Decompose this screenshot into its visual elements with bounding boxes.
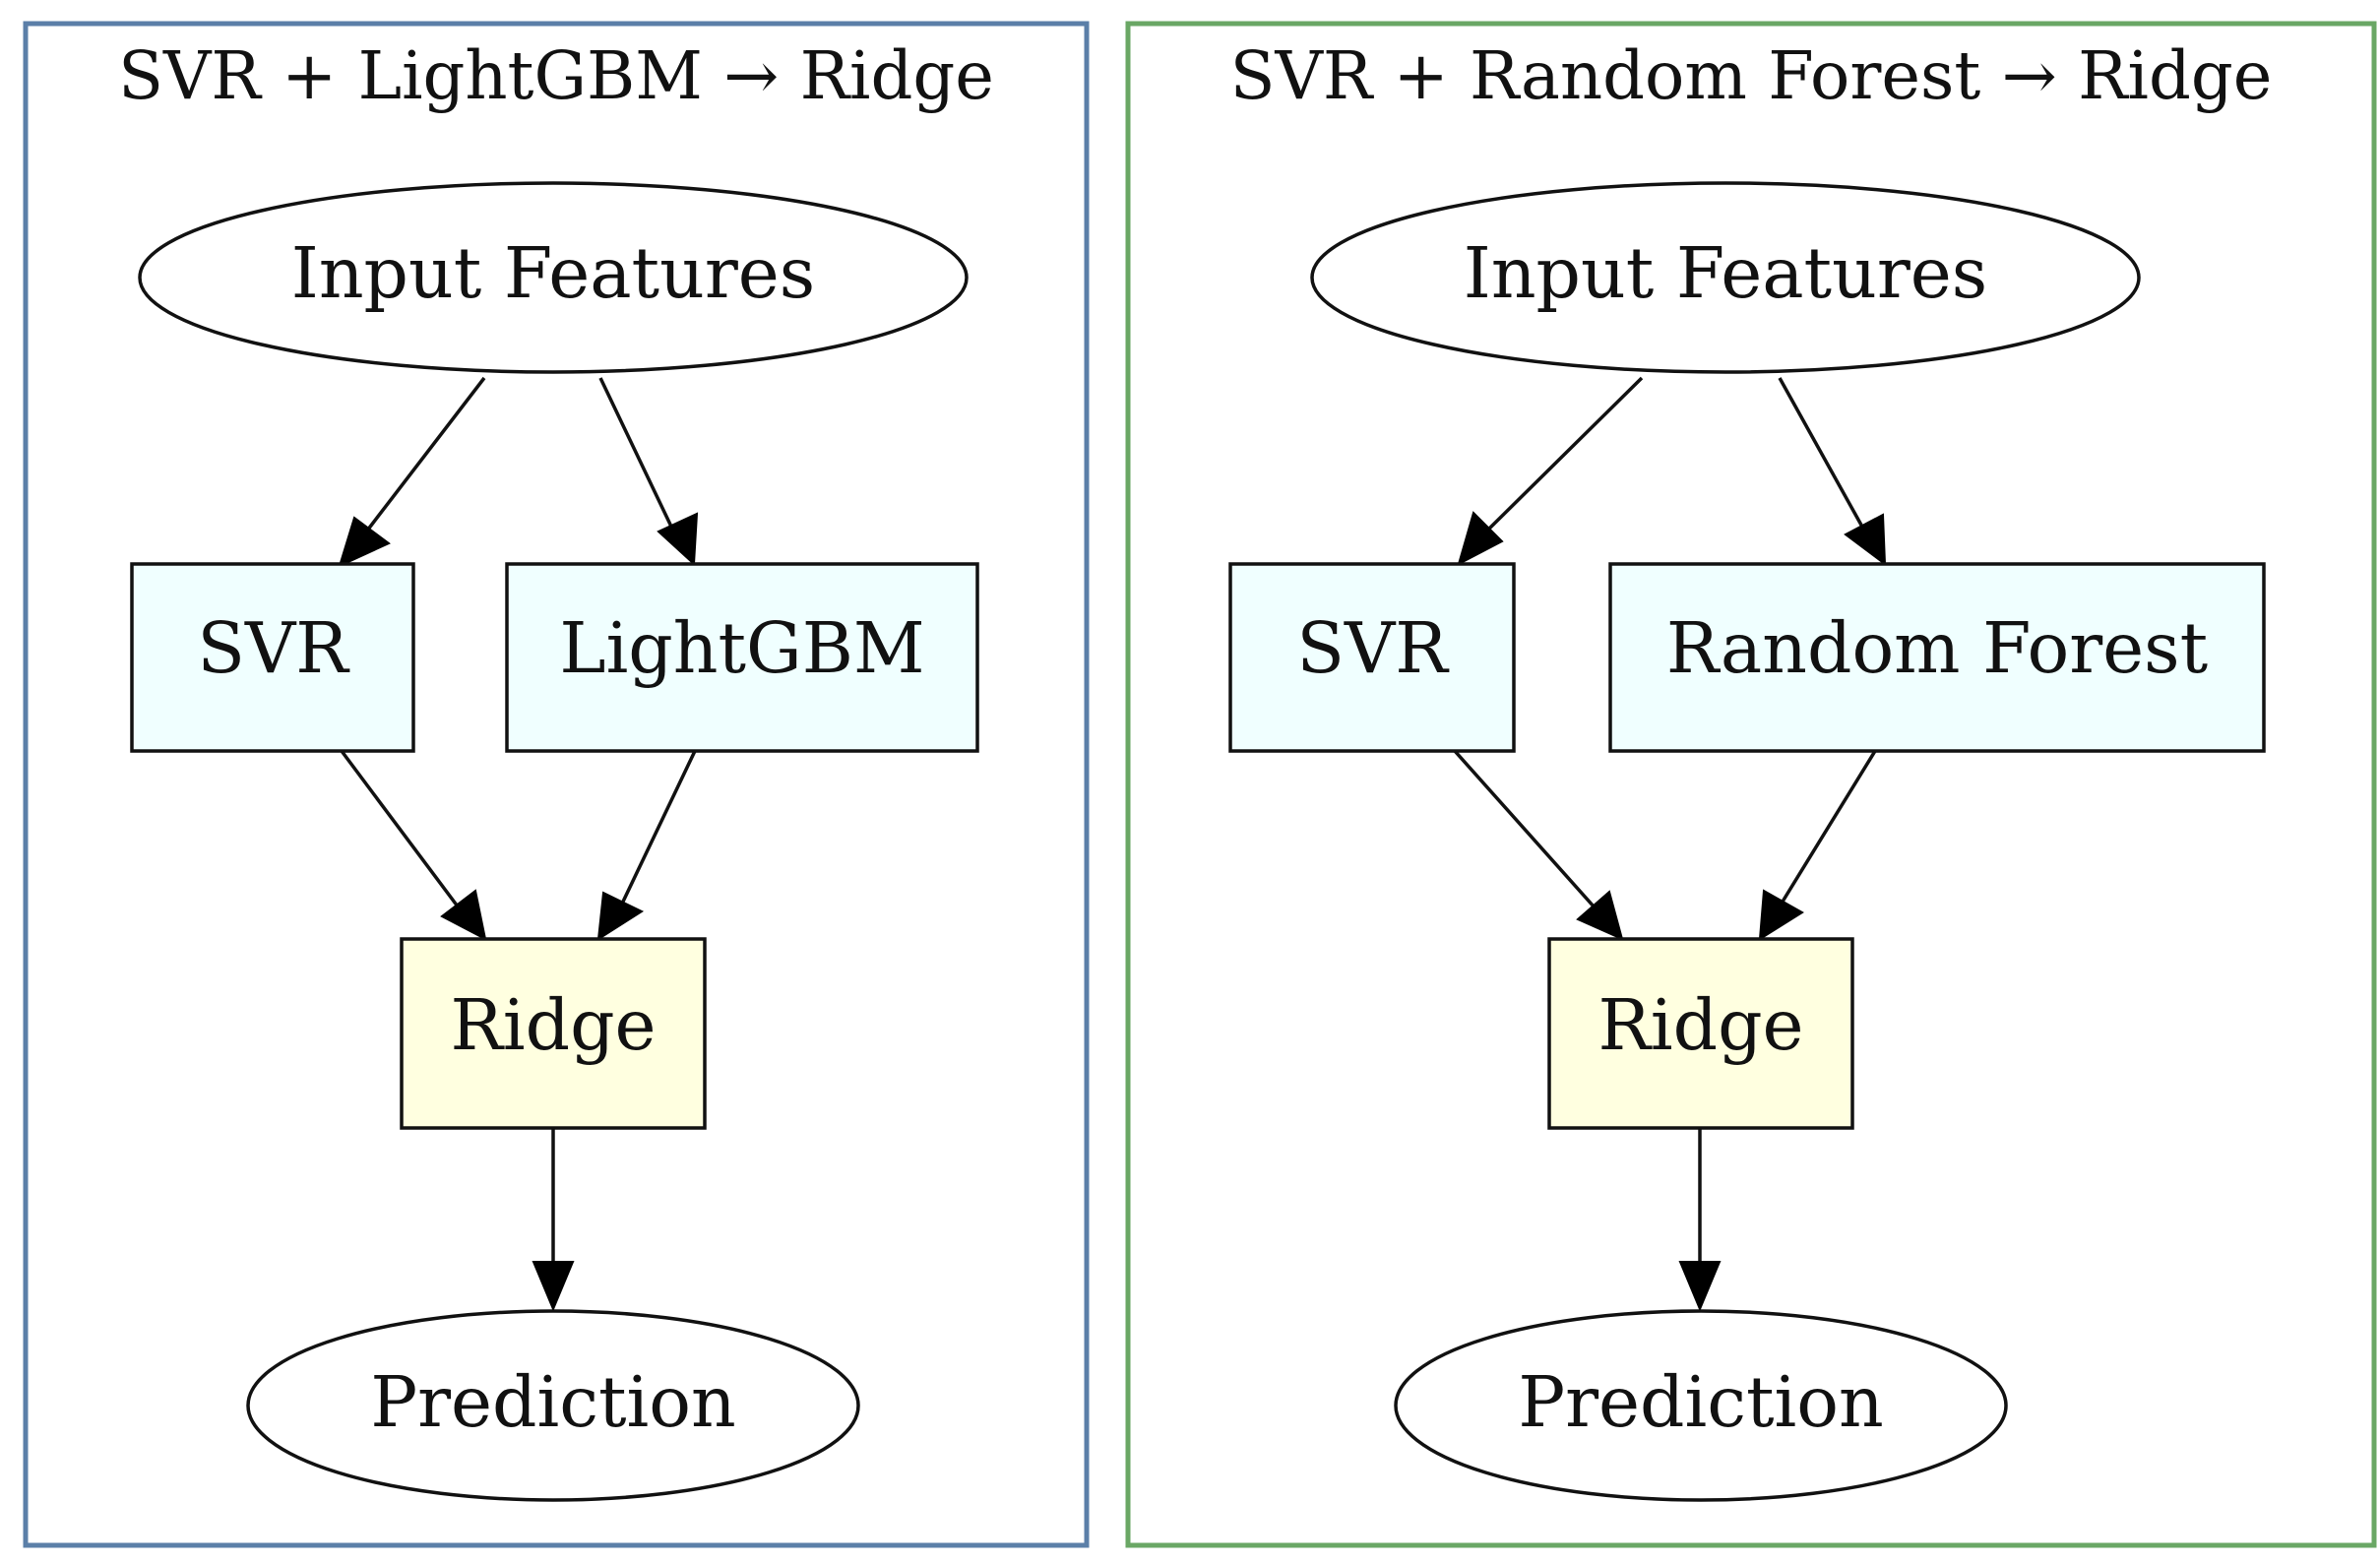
input-features-label: Input Features: [291, 232, 815, 314]
cluster-left-title: SVR + LightGBM → Ridge: [118, 37, 994, 114]
cluster-right-edges: [1453, 376, 1887, 1312]
node-svr-right: SVR: [1228, 562, 1516, 753]
cluster-left-edges: [338, 376, 699, 1312]
ridge-label: Ridge: [450, 984, 656, 1066]
arrow-input-to-svr-right: [1457, 511, 1504, 566]
lightgbm-label: LightGBM: [559, 607, 924, 689]
input-features-oval: [1310, 181, 2141, 374]
random-forest-box: [1608, 562, 2266, 753]
edge-input-to-svr-right: [1484, 376, 1644, 533]
arrow-input-to-svr-left: [338, 516, 391, 568]
node-random-forest: Random Forest: [1608, 562, 2266, 753]
ridge-label: Ridge: [1597, 984, 1803, 1066]
arrow-ridge-left-to-prediction: [532, 1261, 575, 1312]
edge-input-to-randomforest: [1778, 377, 1865, 530]
arrow-svr-right-to-ridge: [1576, 890, 1624, 941]
ridge-box: [1547, 937, 1854, 1130]
edge-input-to-svr-left: [362, 376, 486, 536]
arrow-ridge-right-to-prediction: [1678, 1261, 1722, 1312]
cluster-svr-randomforest-ridge: SVR + Random Forest → Ridge Input Featur…: [1125, 21, 2377, 1548]
edge-lightgbm-to-ridge: [621, 750, 697, 903]
prediction-oval: [246, 1309, 860, 1502]
node-prediction-left: Prediction: [246, 1309, 860, 1502]
cluster-svr-lightgbm-ridge: SVR + LightGBM → Ridge Input Features SV…: [23, 21, 1090, 1548]
svr-label: SVR: [1296, 607, 1450, 689]
random-forest-label: Random Forest: [1666, 607, 2208, 689]
lightgbm-box: [505, 562, 979, 753]
edge-svr-right-to-ridge: [1453, 749, 1597, 909]
ridge-box: [400, 937, 707, 1130]
arrow-input-to-randomforest: [1844, 513, 1887, 567]
node-ridge-left: Ridge: [400, 937, 707, 1130]
input-features-label: Input Features: [1464, 232, 1987, 314]
edge-svr-left-to-ridge: [340, 749, 460, 908]
svr-box: [130, 562, 415, 753]
prediction-label: Prediction: [370, 1361, 735, 1443]
prediction-oval: [1394, 1309, 2008, 1502]
node-svr-left: SVR: [130, 562, 415, 753]
input-features-oval: [138, 181, 969, 374]
arrow-input-to-lightgbm: [657, 512, 699, 567]
cluster-right-title: SVR + Random Forest → Ridge: [1230, 37, 2273, 114]
node-ridge-right: Ridge: [1547, 937, 1854, 1130]
svr-label: SVR: [197, 607, 350, 689]
prediction-label: Prediction: [1518, 1361, 1883, 1443]
arrow-lightgbm-to-ridge: [596, 891, 645, 941]
arrow-svr-left-to-ridge: [440, 889, 487, 941]
arrow-randomforest-to-ridge: [1758, 889, 1804, 941]
edge-input-to-lightgbm: [598, 377, 673, 528]
svr-box: [1228, 562, 1516, 753]
node-prediction-right: Prediction: [1394, 1309, 2008, 1502]
edge-randomforest-to-ridge: [1781, 750, 1877, 903]
node-input-features-left: Input Features: [138, 181, 969, 374]
node-lightgbm: LightGBM: [505, 562, 979, 753]
node-input-features-right: Input Features: [1310, 181, 2141, 374]
